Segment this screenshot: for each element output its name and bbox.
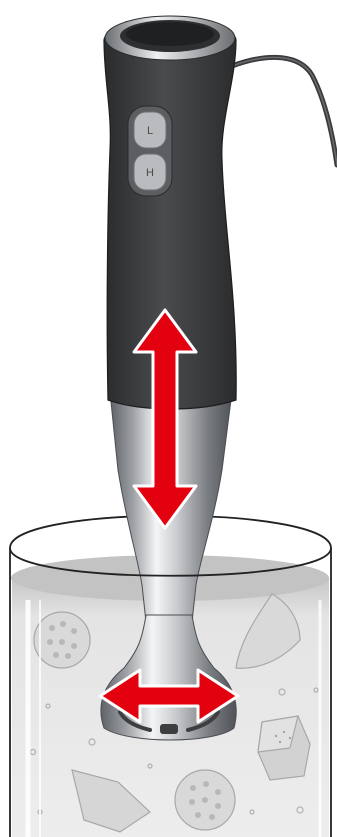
low-speed-button[interactable]: L [134, 112, 166, 148]
high-speed-button[interactable]: H [134, 154, 166, 190]
speed-buttons: L H [128, 106, 172, 196]
power-cord [232, 57, 337, 165]
high-speed-label: H [146, 167, 154, 179]
low-speed-label: L [147, 125, 153, 137]
